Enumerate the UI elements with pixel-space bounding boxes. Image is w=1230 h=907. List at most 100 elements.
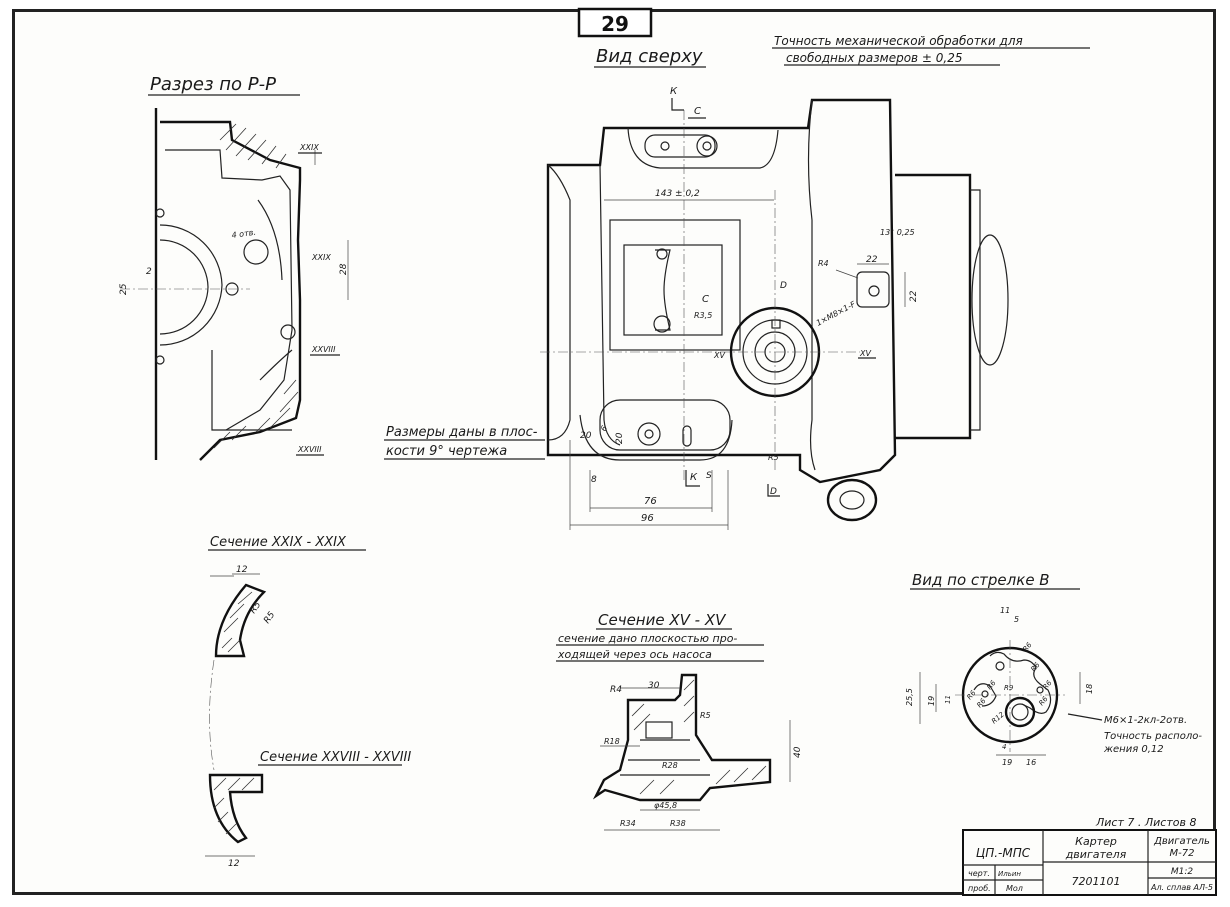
section-xxviii-title: Сечение XXVIII - XXVIII <box>260 750 411 765</box>
svg-text:19: 19 <box>927 696 936 706</box>
svg-text:18: 18 <box>1085 684 1094 694</box>
svg-text:R5: R5 <box>700 711 711 720</box>
arrow-view-title: Вид по стрелке В <box>912 571 1050 589</box>
svg-text:28: 28 <box>339 263 349 275</box>
section-xv-note-2: ходящей через ось насоса <box>557 648 712 661</box>
title-block: ЦП.-МПС Картер двигателя Двигатель М-72 … <box>962 829 1217 896</box>
svg-text:11: 11 <box>1000 606 1010 615</box>
title-number: 7201101 <box>1072 875 1121 888</box>
section-xxix-drawing: 12 R5 R5 <box>209 565 277 771</box>
svg-text:R9: R9 <box>1004 684 1014 692</box>
thread-note: М6×1-2кл-2отв. <box>1104 715 1187 726</box>
title-checked-sign: Мол <box>1006 884 1023 893</box>
svg-text:30: 30 <box>648 681 660 691</box>
svg-text:12: 12 <box>236 565 248 575</box>
position-note-2: жения 0,12 <box>1103 744 1164 755</box>
plane-note-line-2: кости 9° чертежа <box>386 444 507 459</box>
top-view-drawing <box>540 98 1009 522</box>
position-note-1: Точность располо- <box>1104 731 1202 742</box>
svg-text:1×М8×1-F: 1×М8×1-F <box>815 299 858 327</box>
svg-text:XXIX: XXIX <box>299 143 319 152</box>
title-product-2: М-72 <box>1170 848 1195 859</box>
svg-text:R4: R4 <box>610 685 622 695</box>
svg-text:R18: R18 <box>604 737 620 746</box>
svg-text:R28: R28 <box>662 761 678 770</box>
svg-text:D: D <box>780 281 787 291</box>
svg-text:R5: R5 <box>768 453 779 462</box>
svg-text:19: 19 <box>1002 758 1012 767</box>
svg-text:R34: R34 <box>620 819 636 828</box>
title-product-1: Двигатель <box>1153 836 1210 847</box>
tolerance-note-line-1: Точность механической обработки для <box>774 34 1023 48</box>
tolerance-note-line-2: свободных размеров ± 0,25 <box>786 51 963 65</box>
sheet-note: Лист 7 . Листов 8 <box>1095 816 1196 829</box>
svg-text:20: 20 <box>615 432 625 444</box>
svg-text:16: 16 <box>1026 758 1036 767</box>
page-number: 29 <box>601 12 629 36</box>
section-pp-title: Разрез по Р-Р <box>150 74 276 95</box>
drawing-sheet <box>12 9 1216 895</box>
title-scale: М1:2 <box>1171 867 1194 877</box>
svg-text:40: 40 <box>793 746 803 758</box>
svg-text:R3,5: R3,5 <box>694 311 712 320</box>
title-part-1: Картер <box>1075 835 1117 848</box>
svg-text:6: 6 <box>599 424 609 433</box>
svg-text:4 отв.: 4 отв. <box>231 228 256 240</box>
title-material: Ал. сплав АЛ-5 <box>1150 883 1213 892</box>
svg-text:R6: R6 <box>1037 695 1049 708</box>
page-number-box: 29 <box>577 7 653 38</box>
svg-text:22: 22 <box>866 255 878 265</box>
arrow-view-dims: 11 5 25,5 19 11 R6 R6 R6 R6 R6 R6 R6 R9 … <box>905 606 1094 767</box>
svg-text:D: D <box>770 487 777 497</box>
svg-text:R6: R6 <box>1021 641 1033 654</box>
section-pp-dims: 25 2 4 отв. 28 <box>119 228 349 295</box>
section-xv-drawing: R4 30 R18 R28 R5 40 φ45,8 R34 R38 <box>592 673 803 831</box>
svg-text:8: 8 <box>591 475 597 485</box>
svg-text:76: 76 <box>644 496 657 507</box>
section-xxix-title: Сечение XXIX - XXIX <box>210 535 347 550</box>
svg-text:R6: R6 <box>985 679 997 692</box>
section-xv-note-1: сечение дано плоскостью про- <box>558 632 737 645</box>
svg-text:25,5: 25,5 <box>905 688 914 706</box>
svg-text:XXVIII: XXVIII <box>311 345 336 354</box>
svg-text:143 ± 0,2: 143 ± 0,2 <box>655 189 700 199</box>
svg-text:2: 2 <box>146 267 152 277</box>
title-drawn-sign: Ильин <box>998 870 1021 878</box>
svg-text:XXIX: XXIX <box>311 253 331 262</box>
plane-note-line-1: Размеры даны в плос- <box>386 425 538 440</box>
svg-text:25: 25 <box>119 283 129 295</box>
svg-text:R5: R5 <box>248 600 263 616</box>
arrow-view-drawing <box>955 640 1065 752</box>
svg-text:96: 96 <box>641 513 654 524</box>
svg-text:13° 0,25: 13° 0,25 <box>880 228 915 237</box>
section-xxviii-drawing: 12 <box>205 773 264 869</box>
svg-text:φ45,8: φ45,8 <box>654 801 677 810</box>
svg-text:XXVIII: XXVIII <box>297 445 322 454</box>
svg-text:4: 4 <box>1002 743 1006 751</box>
svg-text:R4: R4 <box>818 259 829 268</box>
title-org: ЦП.-МПС <box>976 846 1031 860</box>
svg-text:22: 22 <box>909 290 919 302</box>
svg-text:R6: R6 <box>965 689 977 702</box>
svg-text:С: С <box>702 294 709 305</box>
svg-text:20: 20 <box>580 431 592 441</box>
title-drawn-label: черт. <box>968 869 990 878</box>
title-part-2: двигателя <box>1065 848 1127 861</box>
svg-text:К: К <box>690 472 698 483</box>
section-pp-drawing <box>120 108 349 461</box>
title-checked-label: проб. <box>968 884 991 893</box>
top-view-title: Вид сверху <box>596 46 703 67</box>
svg-text:12: 12 <box>228 859 240 869</box>
svg-text:5: 5 <box>1014 615 1019 624</box>
svg-text:К: К <box>670 86 678 97</box>
svg-text:R5: R5 <box>262 610 277 626</box>
section-xv-title: Сечение XV - XV <box>598 611 727 629</box>
svg-text:С: С <box>694 106 701 117</box>
section-pp-marks: XXIX XXIX XXVIII XXVIII <box>296 143 340 456</box>
svg-text:XV: XV <box>859 349 871 358</box>
svg-text:R38: R38 <box>670 819 686 828</box>
svg-text:S: S <box>706 471 712 481</box>
svg-text:XV: XV <box>713 351 725 360</box>
svg-text:R12: R12 <box>990 710 1006 725</box>
